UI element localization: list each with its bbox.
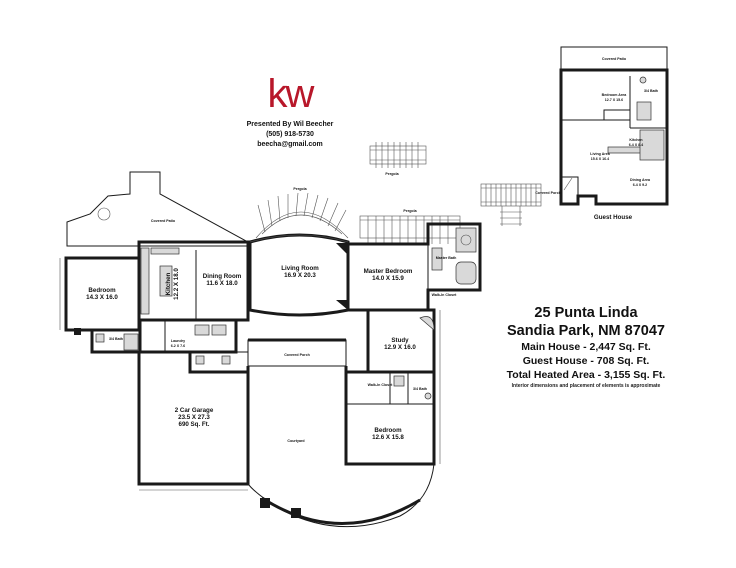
- guest-kitchen-label: Kitchen: [629, 138, 642, 142]
- fireplace-master: [336, 300, 348, 310]
- guest-living-size: 15.6 X 16.4: [591, 157, 609, 161]
- guest-dining-label: Dining Area: [630, 178, 651, 182]
- address-line-1: 25 Punta Linda: [534, 305, 638, 321]
- guest-house-area: Guest House - 708 Sq. Ft.: [522, 355, 650, 367]
- courtyard-label: Courtyard: [287, 439, 304, 443]
- master-bedroom-label: Master Bedroom: [364, 268, 413, 275]
- disclaimer-note: Interior dimensions and placement of ele…: [511, 383, 661, 389]
- covered-patio-outline: [66, 171, 249, 247]
- kitchen-dining-walls: [137, 240, 250, 322]
- kitchen-size: 12.2 X 18.0: [173, 268, 180, 300]
- living-room-label: Living Room: [281, 265, 319, 272]
- guest-house-plan: Covered Patio Bedroom Area 12.7 X 15.6 3…: [480, 46, 669, 226]
- west-bath-shower: [123, 333, 139, 351]
- guest-house-title: Guest House: [594, 214, 633, 221]
- master-closet-label: Walk-In Closet: [432, 293, 457, 297]
- covered-porch-label: Covered Porch: [284, 353, 310, 357]
- courtyard-pier-east: [291, 508, 301, 518]
- guest-bath-label: 3/4 Bath: [644, 89, 658, 93]
- guest-toilet: [639, 76, 647, 84]
- master-tub: [455, 261, 477, 285]
- main-house-area: Main House - 2,447 Sq. Ft.: [521, 341, 651, 353]
- bedroom-south-label: Bedroom: [374, 427, 402, 434]
- garage-area: 690 Sq. Ft.: [179, 421, 210, 428]
- pergola-north-label: Pergola: [385, 172, 399, 176]
- west-bath-label: 3/4 Bath: [109, 337, 123, 341]
- guest-porch-outline: [561, 176, 579, 196]
- patio-table: [97, 207, 111, 221]
- guest-kitchen-cabinets: [639, 129, 665, 161]
- pergola-north: Pergola: [369, 142, 427, 176]
- west-bath-toilet: [95, 333, 105, 343]
- water-heater: [195, 355, 205, 365]
- guest-porch-label: Covered Porch: [535, 191, 561, 195]
- guest-shower: [636, 101, 652, 121]
- courtyard-outline: [247, 365, 435, 528]
- bedroom-west-label: Bedroom: [88, 287, 116, 294]
- guest-door-swing: [563, 177, 573, 191]
- kitchen-counter-west: [140, 247, 150, 315]
- courtyard-curved-wall: [261, 496, 421, 525]
- garage-size: 23.5 X 27.3: [178, 414, 210, 421]
- guest-pergola: [480, 183, 542, 226]
- covered-patio-label: Covered Patio: [151, 219, 176, 223]
- kitchen-island: [159, 265, 173, 297]
- total-heated-area: Total Heated Area - 3,155 Sq. Ft.: [506, 369, 666, 381]
- dining-room-label: Dining Room: [203, 273, 242, 280]
- garage-label: 2 Car Garage: [175, 407, 214, 414]
- property-title-block: 25 Punta Linda Sandia Park, NM 87047 Mai…: [470, 304, 702, 390]
- kw-logo: kw: [267, 72, 315, 116]
- master-vanity: [431, 247, 443, 271]
- bedroom-south-size: 12.6 X 15.8: [372, 434, 404, 441]
- south-bath-label: 3/4 Bath: [413, 387, 427, 391]
- laundry-label: Laundry: [171, 339, 185, 343]
- south-bath-sink: [393, 375, 405, 387]
- master-shower-drain: [460, 234, 472, 246]
- study-size: 12.9 X 16.0: [384, 344, 416, 351]
- courtyard-pier-west: [260, 498, 270, 508]
- guest-kitchen-size: 6.4 X 8.4: [629, 143, 643, 147]
- south-bath-toilet: [424, 392, 432, 400]
- guest-bedroom-label: Bedroom Area: [602, 93, 628, 97]
- brand-block: kw Presented By Wil Beecher (505) 918-57…: [238, 74, 342, 150]
- main-house-plan: Covered Patio Bedroom 14.3 X 16.0 Kitche…: [59, 142, 482, 528]
- laundry-washer: [194, 324, 210, 336]
- living-room-arc: [249, 234, 349, 243]
- laundry-dryer: [211, 324, 227, 336]
- bedroom-west-size: 14.3 X 16.0: [86, 294, 118, 301]
- master-shower: [455, 227, 477, 253]
- guest-house-walls: [559, 68, 669, 206]
- living-room-size: 16.9 X 20.3: [284, 272, 316, 279]
- address-line-2: Sandia Park, NM 87047: [507, 323, 665, 339]
- guest-covered-patio-label: Covered Patio: [602, 57, 627, 61]
- guest-dining-size: 6.4 X 9.2: [633, 183, 647, 187]
- study-fireplace: [419, 316, 435, 331]
- guest-closet: [603, 109, 631, 121]
- study-label: Study: [391, 337, 409, 344]
- walk-in-closet-label: Walk-In Closet: [368, 383, 393, 387]
- presenter-email: beecha@gmail.com: [257, 141, 323, 148]
- chimney-block-west: [74, 328, 81, 335]
- pergola-living-label: Pergola: [293, 187, 307, 191]
- pergola-master: Pergola: [359, 209, 461, 244]
- laundry-size: 6.2 X 7.6: [171, 344, 185, 348]
- presenter-phone: (505) 918-5730: [266, 131, 314, 138]
- guest-living-label: Living Area: [590, 152, 610, 156]
- fireplace-living: [336, 243, 348, 255]
- kitchen-label: Kitchen: [165, 272, 172, 295]
- dining-room-size: 11.6 X 18.0: [206, 280, 238, 287]
- furnace: [221, 355, 231, 365]
- master-bath-label: Master Bath: [436, 256, 457, 260]
- pergola-living: Pergola: [255, 187, 349, 239]
- presenter-name: Presented By Wil Beecher: [246, 121, 334, 128]
- guest-bedroom-size: 12.7 X 15.6: [605, 98, 623, 102]
- guest-kitchen-counter: [607, 146, 643, 154]
- kitchen-counter-north: [150, 247, 180, 255]
- pergola-master-label: Pergola: [403, 209, 417, 213]
- master-bedroom-size: 14.0 X 15.9: [372, 275, 404, 282]
